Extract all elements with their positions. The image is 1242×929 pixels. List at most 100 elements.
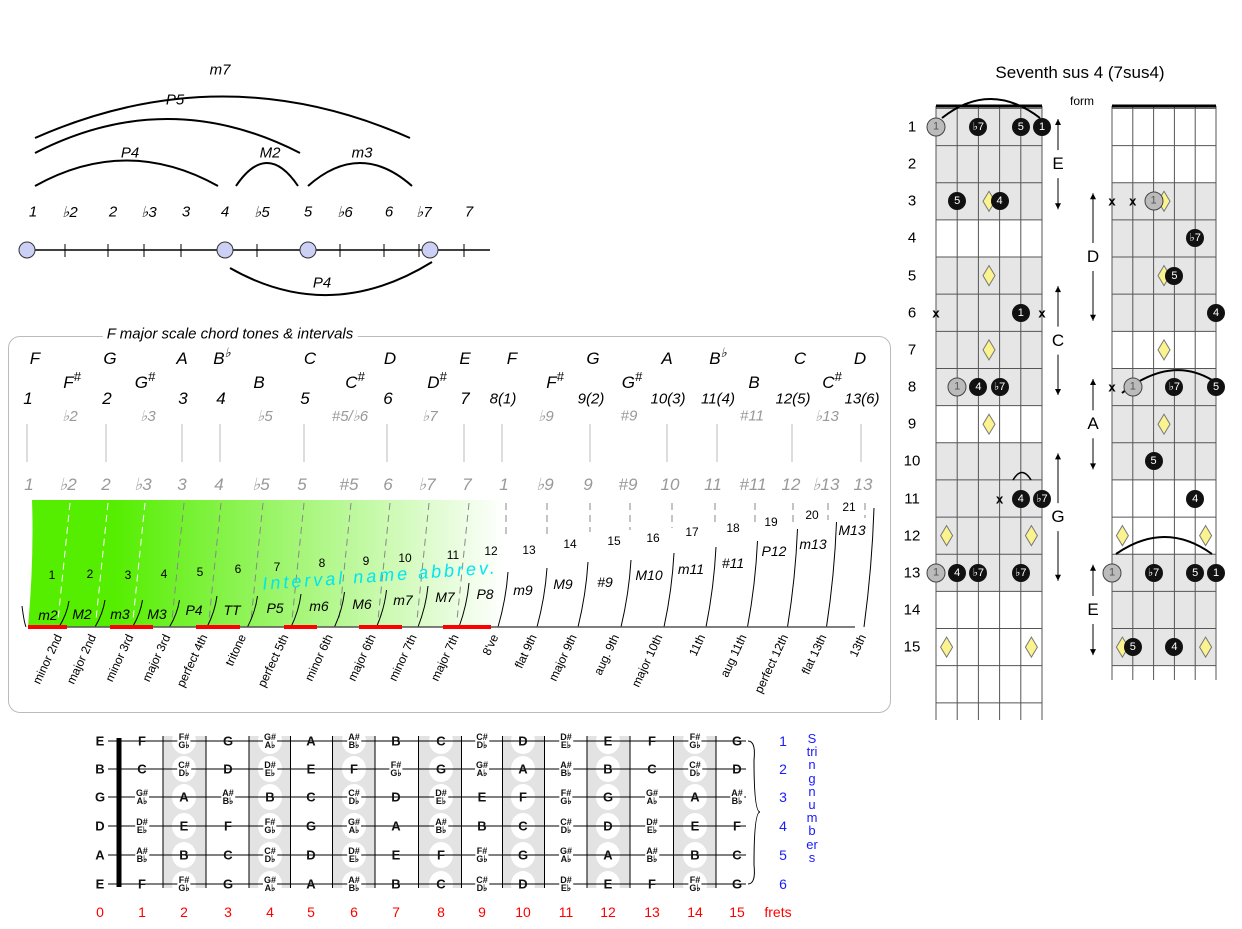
string-number: 5 bbox=[779, 847, 787, 863]
semitone-count: 16 bbox=[646, 531, 660, 545]
semitone-count: 19 bbox=[764, 515, 778, 529]
note-letter: C bbox=[793, 348, 807, 368]
fret-note: G bbox=[435, 761, 447, 777]
note-letter: G bbox=[621, 372, 635, 392]
note-letter: G bbox=[586, 348, 600, 368]
interval-abbrev: M2 bbox=[72, 606, 92, 622]
scale-degree-label: 1 bbox=[28, 203, 38, 221]
scale-degree: 8(1) bbox=[489, 390, 517, 408]
chord-tone-dot: 4 bbox=[1207, 303, 1225, 322]
open-string-note: A bbox=[93, 847, 107, 863]
semitone-count: 1 bbox=[48, 568, 56, 582]
semitone-count: 9 bbox=[362, 554, 370, 568]
enharmonic-note: D#E♭ bbox=[559, 733, 573, 750]
fret-number: 1 bbox=[907, 118, 917, 136]
open-string-note: E bbox=[93, 733, 107, 749]
sharp-name: A# bbox=[646, 846, 658, 856]
caged-form-label: C bbox=[1051, 330, 1065, 351]
interval-abbrev: P5 bbox=[266, 600, 284, 616]
interval-abbrev: M9 bbox=[553, 576, 573, 592]
interval-degree: ♭2 bbox=[59, 475, 77, 494]
interval-separator bbox=[497, 571, 509, 628]
sharp-name: A# bbox=[348, 732, 360, 742]
enharmonic-note: F#G♭ bbox=[389, 761, 403, 778]
note-name: G# bbox=[135, 369, 155, 393]
root-note-dot: 1 bbox=[1144, 191, 1164, 211]
interval-arc bbox=[229, 261, 433, 297]
fret-note: D bbox=[603, 818, 613, 834]
flat-name: A♭ bbox=[646, 796, 658, 806]
interval-separator bbox=[577, 561, 589, 628]
interval-degree: 4 bbox=[214, 475, 224, 494]
interval-separator bbox=[620, 559, 632, 628]
flat-name: G♭ bbox=[476, 854, 488, 864]
enharmonic-note: A#B♭ bbox=[135, 847, 149, 864]
flat-name: E♭ bbox=[136, 825, 148, 835]
interval-degree: 1 bbox=[24, 475, 34, 494]
inlay-diamond-icon bbox=[1199, 636, 1213, 659]
scale-degree: 11(4) bbox=[701, 390, 735, 408]
sharp-name: A# bbox=[435, 817, 447, 827]
interval-arc bbox=[307, 162, 413, 187]
interval-degree: 2 bbox=[101, 475, 111, 494]
inlay-diamond-icon bbox=[982, 264, 996, 287]
note-letter: B bbox=[709, 348, 721, 368]
flat-name: D♭ bbox=[264, 854, 276, 864]
muted-string-marker: x bbox=[1108, 193, 1116, 209]
open-string-note: B bbox=[93, 761, 107, 777]
fret-number: 11 bbox=[904, 490, 920, 507]
interval-abbrev: P8 bbox=[476, 586, 494, 602]
interval-arc-label: P4 bbox=[312, 274, 332, 292]
sharp-name: C# bbox=[178, 760, 190, 770]
interval-degree: ♭9 bbox=[536, 475, 554, 494]
scale-degree-label: ♭7 bbox=[416, 204, 432, 221]
flat-name: E♭ bbox=[646, 825, 658, 835]
interval-degree: 11 bbox=[704, 475, 722, 494]
interval-separator bbox=[663, 552, 675, 628]
chord-tone-marker bbox=[216, 241, 234, 259]
flat-name: E♭ bbox=[264, 768, 276, 778]
sharp-name: A# bbox=[348, 875, 360, 885]
fret-number: 15 bbox=[729, 904, 745, 920]
enharmonic-note: F#G♭ bbox=[688, 876, 702, 893]
flat-name: G♭ bbox=[264, 825, 276, 835]
interval-separator bbox=[787, 528, 798, 628]
fret-note: D bbox=[306, 847, 316, 863]
flat-name: B♭ bbox=[646, 854, 658, 864]
note-letter: D bbox=[383, 348, 397, 368]
scale-degree: 10(3) bbox=[650, 390, 686, 408]
fret-note: A bbox=[306, 876, 316, 892]
enharmonic-note: F#G♭ bbox=[263, 818, 277, 835]
sharp-name: D# bbox=[646, 817, 658, 827]
degree-dashed-line bbox=[291, 502, 305, 621]
sharp-name: D# bbox=[560, 875, 572, 885]
note-name: F# bbox=[546, 369, 564, 393]
note-letter: B bbox=[748, 372, 760, 392]
altered-degree: ♭9 bbox=[538, 408, 554, 425]
fret-number: 4 bbox=[266, 904, 274, 920]
sharp-name: G# bbox=[263, 875, 277, 885]
scale-degree-label: ♭3 bbox=[141, 204, 157, 221]
semitone-count: 7 bbox=[273, 560, 281, 574]
note-letter: B bbox=[213, 348, 225, 368]
fret-note: E bbox=[391, 847, 401, 863]
fret-note: C bbox=[647, 761, 657, 777]
enharmonic-note: F#G♭ bbox=[688, 733, 702, 750]
fret-number: 8 bbox=[437, 904, 445, 920]
note-name: G bbox=[103, 345, 116, 369]
altered-degree: ♭3 bbox=[140, 408, 156, 425]
flat-name: B♭ bbox=[348, 883, 360, 893]
interval-arc-label: P5 bbox=[165, 91, 185, 109]
enharmonic-note: F#G♭ bbox=[475, 847, 489, 864]
note-letter: C bbox=[345, 372, 358, 392]
fret-number: 10 bbox=[903, 452, 921, 470]
enharmonic-note: A#B♭ bbox=[221, 789, 235, 806]
fret-note: A bbox=[179, 789, 189, 805]
fret-number: 6 bbox=[907, 304, 917, 322]
degree-dashed-line bbox=[18, 502, 32, 621]
string-numbers-label: Stringnumbers bbox=[806, 731, 818, 865]
root-note-dot: 1 bbox=[1123, 377, 1143, 397]
flat-name: G♭ bbox=[560, 796, 572, 806]
fret-note: B bbox=[265, 789, 275, 805]
chord-tone-dot: ♭7 bbox=[1011, 563, 1030, 582]
